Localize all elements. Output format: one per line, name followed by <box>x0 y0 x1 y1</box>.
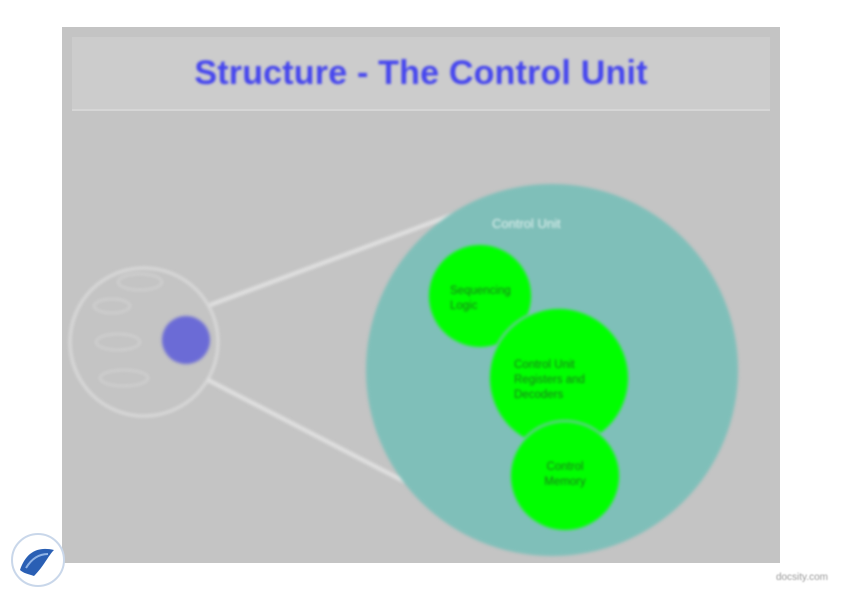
control-memory-label: Control Memory <box>544 461 586 488</box>
sequencing-logic-label: Sequencing Logic <box>450 285 511 312</box>
zoom-line-top <box>209 210 461 307</box>
cpu-overview-circle <box>68 266 220 418</box>
control-memory-circle <box>509 420 621 532</box>
watermark: docsity.com <box>775 572 828 583</box>
sequencing-logic-circle <box>427 243 533 349</box>
cpu-part-shape <box>95 333 141 351</box>
registers-decoders-label: Control Unit Registers and Decoders <box>514 359 585 401</box>
cpu-part-shape <box>93 298 131 314</box>
page-title: Structure - The Control Unit <box>194 53 648 92</box>
title-bar: Structure - The Control Unit <box>72 37 770 111</box>
cpu-part-shape <box>117 273 163 291</box>
control-unit-label: Control Unit <box>492 216 561 231</box>
logo-icon <box>11 533 65 587</box>
cpu-part-shape <box>99 369 149 387</box>
small-control-unit <box>162 316 210 364</box>
